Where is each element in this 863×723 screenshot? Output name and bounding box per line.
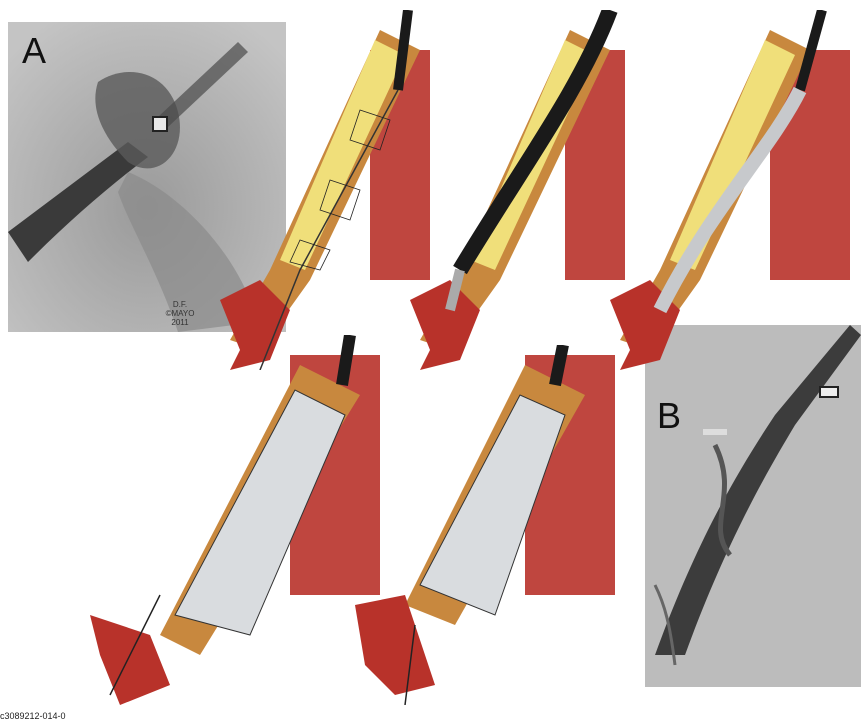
angiogram-panel-b: B — [645, 325, 861, 687]
panel-label-b: B — [657, 395, 681, 437]
step-2-drawing — [400, 10, 625, 370]
illustration-step-5-stent-deployed — [345, 345, 645, 705]
step-3-drawing — [600, 10, 863, 370]
figure-id: c3089212-014-0 — [0, 711, 66, 721]
illustration-step-2-sheath — [400, 10, 625, 370]
credit-line-1: D.F. — [160, 300, 200, 309]
illustration-step-3-stent-loaded — [600, 10, 863, 370]
artist-credit: D.F. ©MAYO 2011 — [160, 300, 200, 327]
step-5-drawing — [345, 345, 645, 705]
credit-line-2: ©MAYO — [160, 309, 200, 318]
credit-line-3: 2011 — [160, 318, 200, 327]
angiogram-b-image — [645, 325, 861, 687]
step-1-drawing — [210, 10, 430, 370]
panel-label-a: A — [22, 30, 46, 72]
step-4-drawing — [80, 335, 380, 705]
illustration-step-1-wire — [210, 10, 430, 370]
illustration-step-4-stent-deploying — [80, 335, 380, 705]
